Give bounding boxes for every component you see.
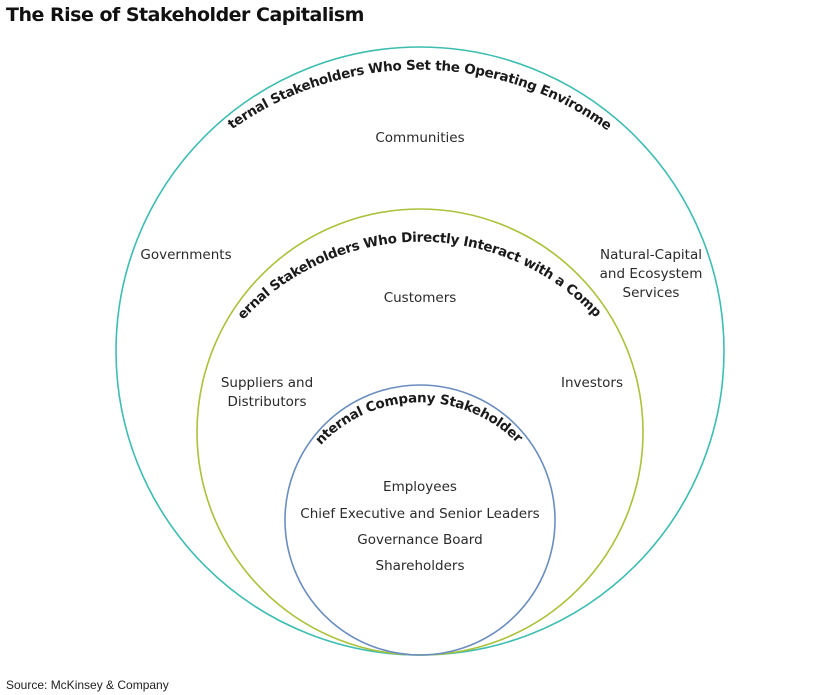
stakeholder-suppliers-line-1: Suppliers and xyxy=(221,375,313,391)
stakeholder-governance-board: Governance Board xyxy=(357,532,482,548)
stakeholder-governments: Governments xyxy=(140,247,231,263)
stakeholder-natural-capital-line-3: Services xyxy=(623,285,680,301)
middle-ring xyxy=(196,208,644,656)
middle-ring-label: External Stakeholders Who Directly Inter… xyxy=(0,0,605,323)
outer-ring-label-path: External Stakeholders Who Set the Operat… xyxy=(0,0,615,134)
inner-ring xyxy=(284,384,556,656)
stakeholder-customers: Customers xyxy=(384,290,457,306)
stakeholder-investors: Investors xyxy=(561,375,623,391)
outer-ring-label: External Stakeholders Who Set the Operat… xyxy=(0,0,615,134)
source-note: Source: McKinsey & Company xyxy=(6,678,169,692)
stakeholder-shareholders: Shareholders xyxy=(376,558,465,574)
stakeholder-employees: Employees xyxy=(383,479,457,495)
stakeholder-communities: Communities xyxy=(375,130,464,146)
stakeholder-suppliers-line-2: Distributors xyxy=(227,394,306,410)
page-title: The Rise of Stakeholder Capitalism xyxy=(6,4,364,26)
stakeholder-natural-capital-line-2: and Ecosystem xyxy=(600,266,703,282)
stakeholder-natural-capital-line-1: Natural-Capital xyxy=(600,247,702,263)
middle-ring-label-path: External Stakeholders Who Directly Inter… xyxy=(0,0,605,323)
stakeholder-chief-executive: Chief Executive and Senior Leaders xyxy=(300,506,539,522)
